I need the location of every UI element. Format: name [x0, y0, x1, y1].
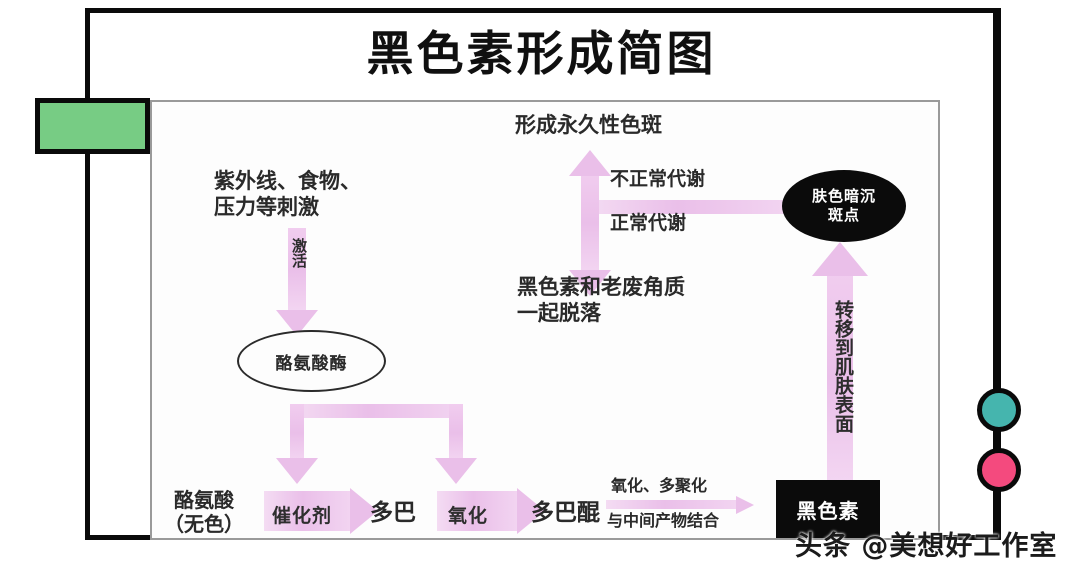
- permanent-spots-label: 形成永久性色斑: [515, 112, 662, 137]
- oxidation-label: 氧化: [448, 505, 489, 527]
- metabolism-arrow-shaft: [581, 172, 599, 274]
- catalyst-label: 催化剂: [272, 505, 333, 527]
- metabolism-connector-bar: [588, 200, 786, 214]
- dopa-label: 多巴: [370, 499, 416, 526]
- metabolism-arrow-down-head: [569, 270, 611, 296]
- polymerization-arrow-shaft: [606, 500, 736, 509]
- teal-dot-marker: [977, 388, 1021, 432]
- oxidation-arrow-head: [517, 488, 545, 534]
- activation-label: 激活: [290, 238, 308, 268]
- transfer-arrow-head: [812, 242, 868, 276]
- green-marker-box: [35, 98, 150, 154]
- pink-dot-marker: [977, 448, 1021, 492]
- melanin-node: 黑色素: [776, 480, 880, 538]
- catalysis-bracket-right-shaft: [449, 404, 463, 462]
- catalysis-bracket-top: [290, 404, 463, 418]
- dopaquinone-label: 多巴醌: [531, 499, 600, 526]
- melanin-label: 黑色素: [796, 498, 860, 523]
- activation-arrow-shaft: [288, 228, 306, 312]
- abnormal-metabolism-label: 不正常代谢: [610, 168, 706, 190]
- normal-metabolism-label: 正常代谢: [610, 212, 687, 234]
- transfer-arrow-shaft: [827, 272, 853, 484]
- oxidation-arrow-shaft: [437, 491, 517, 531]
- catalysis-bracket-left-head: [276, 458, 318, 484]
- catalysis-bracket-right-head: [435, 458, 477, 484]
- watermark-text: 头条 @美想好工作室: [795, 531, 1058, 562]
- tyrosine-label: 酪氨酸 （无色）: [164, 488, 244, 537]
- catalysis-bracket-left-shaft: [290, 404, 304, 462]
- metabolism-arrow-up-head: [569, 150, 611, 176]
- polymerization-arrow-head: [736, 496, 754, 514]
- dull-skin-node: 肤色暗沉 斑点: [782, 170, 906, 242]
- tyrosinase-label: 酪氨酸酶: [275, 353, 348, 374]
- dull-skin-label-line1: 肤色暗沉: [811, 187, 876, 206]
- tyrosinase-node: 酪氨酸酶: [237, 330, 386, 392]
- catalyst-arrow-head: [350, 488, 378, 534]
- polymerization-bottom-label: 与中间产物结合: [607, 511, 720, 530]
- right-vertical-rail: [996, 8, 1001, 540]
- polymerization-top-label: 氧化、多聚化: [611, 476, 708, 495]
- stimuli-label: 紫外线、食物、 压力等刺激: [214, 168, 361, 219]
- shed-together-label: 黑色素和老废角质 一起脱落: [517, 274, 685, 325]
- dull-skin-label-line2: 斑点: [827, 206, 860, 224]
- transfer-label: 转移到肌肤表面: [832, 300, 854, 433]
- catalyst-arrow-shaft: [264, 491, 350, 531]
- page-title: 黑色素形成简图: [366, 27, 717, 82]
